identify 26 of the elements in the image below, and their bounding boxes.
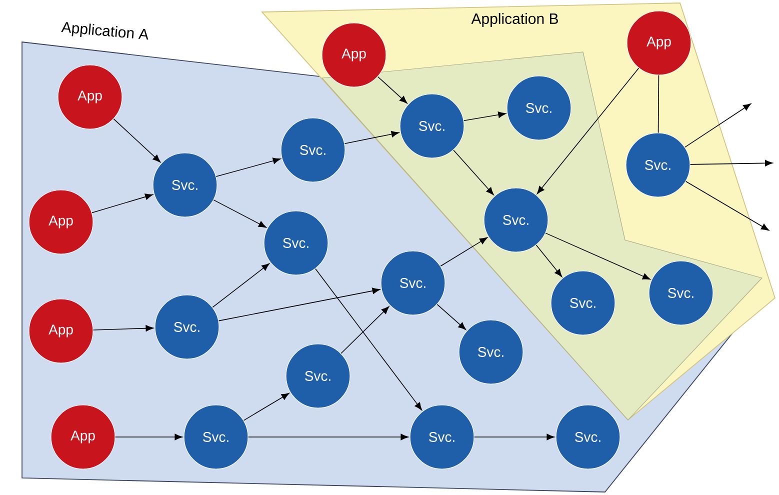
arrow bbox=[690, 160, 773, 166]
arrow bbox=[92, 194, 153, 214]
arrow bbox=[474, 434, 554, 440]
arrow bbox=[213, 200, 266, 228]
arrow bbox=[248, 434, 408, 440]
arrow bbox=[315, 268, 422, 410]
arrow bbox=[545, 232, 650, 280]
arrow bbox=[463, 112, 506, 122]
arrow bbox=[216, 158, 281, 177]
arrow bbox=[685, 181, 770, 231]
arrow bbox=[440, 237, 488, 267]
arrow bbox=[344, 130, 400, 144]
arrow bbox=[536, 68, 640, 194]
arrow bbox=[243, 393, 290, 421]
arrow bbox=[453, 150, 494, 196]
arrow bbox=[436, 304, 466, 330]
arrow bbox=[114, 434, 183, 440]
arrow bbox=[113, 118, 161, 162]
arrow bbox=[684, 103, 752, 148]
arrow bbox=[212, 263, 270, 308]
arrow bbox=[92, 325, 154, 332]
arrow bbox=[340, 306, 390, 354]
node-label: Application A bbox=[61, 22, 148, 40]
arrow bbox=[378, 76, 408, 104]
arrow bbox=[218, 288, 380, 322]
arrow bbox=[536, 244, 562, 278]
